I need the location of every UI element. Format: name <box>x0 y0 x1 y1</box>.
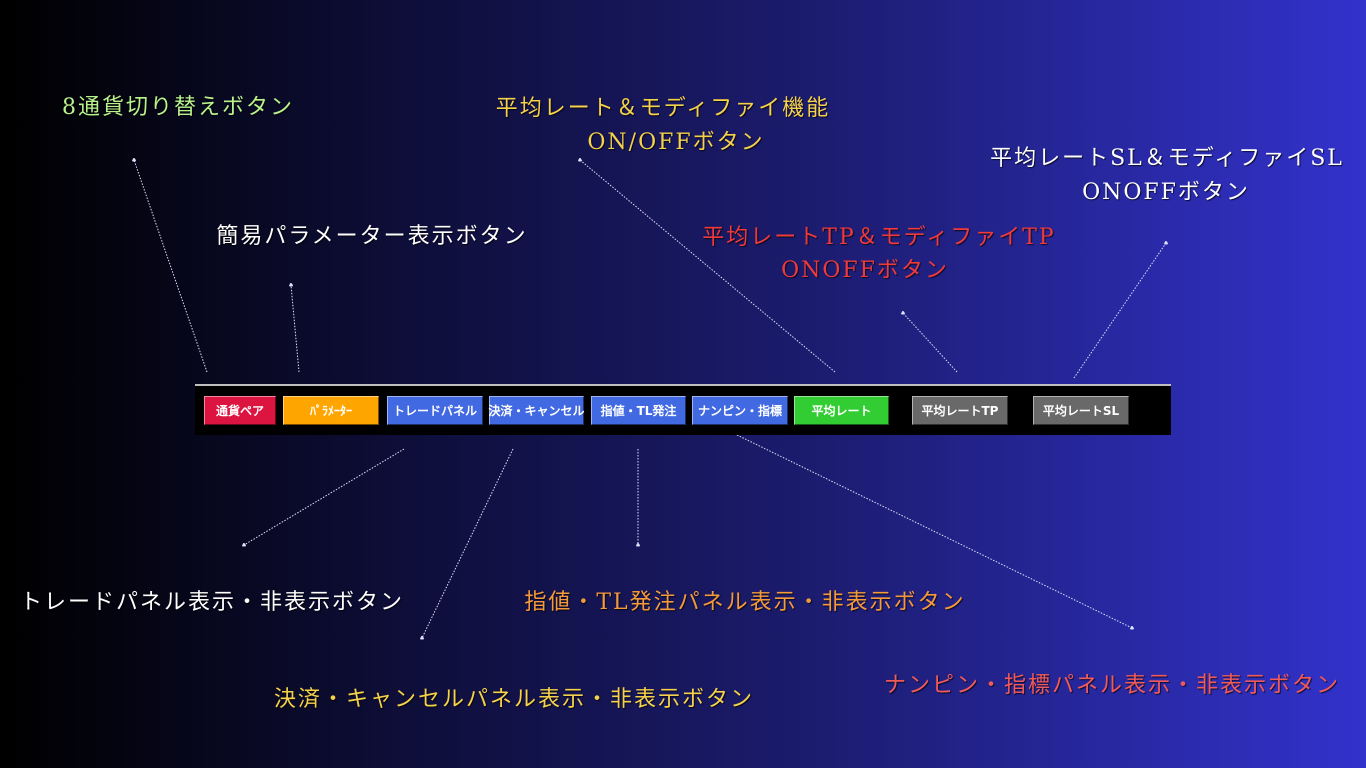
average-rate-tp-button[interactable]: 平均レートTP <box>912 396 1008 425</box>
toolbar: 通貨ペア ﾊﾟﾗﾒｰﾀｰ トレードパネル 決済・キャンセル 指値・TL発注 ナン… <box>195 384 1171 435</box>
connector-params <box>290 284 300 373</box>
settle-cancel-button[interactable]: 決済・キャンセル <box>489 396 585 425</box>
connector-settle <box>421 448 514 639</box>
label-avg-line2: ON/OFFボタン <box>587 130 765 155</box>
connector-currency <box>133 159 208 373</box>
label-settle-panel: 決済・キャンセルパネル表示・非表示ボタン <box>273 687 755 712</box>
nanpin-indicator-button[interactable]: ナンピン・指標 <box>692 396 788 425</box>
limit-tl-order-button[interactable]: 指値・TL発注 <box>591 396 686 425</box>
parameter-button[interactable]: ﾊﾟﾗﾒｰﾀｰ <box>283 396 379 425</box>
average-rate-sl-button[interactable]: 平均レートSL <box>1033 396 1129 425</box>
label-limit-panel: 指値・TL発注パネル表示・非表示ボタン <box>524 590 966 615</box>
label-sl-line1: 平均レートSL＆モディファイSL <box>990 146 1344 171</box>
label-avg-line1: 平均レート＆モディファイ機能 <box>495 96 831 121</box>
label-sl-line2: ONOFFボタン <box>1082 180 1250 205</box>
average-rate-button[interactable]: 平均レート <box>794 396 889 425</box>
label-params: 簡易パラメーター表示ボタン <box>216 224 528 249</box>
label-trade-panel: トレードパネル表示・非表示ボタン <box>19 590 405 615</box>
connector-tp <box>902 312 958 373</box>
currency-pair-button[interactable]: 通貨ペア <box>204 396 276 425</box>
label-tp-line1: 平均レートTP＆モディファイTP <box>702 225 1056 250</box>
trade-panel-button[interactable]: トレードパネル <box>387 396 483 425</box>
connector-avg <box>579 159 836 373</box>
label-nanpin-panel: ナンピン・指標パネル表示・非表示ボタン <box>883 673 1341 698</box>
label-tp-line2: ONOFFボタン <box>781 258 949 283</box>
connector-sl <box>1073 242 1167 379</box>
connector-trade <box>243 448 405 546</box>
label-currency-switch: 8通貨切り替えボタン <box>62 95 294 120</box>
connector-nanpin <box>736 434 1133 629</box>
